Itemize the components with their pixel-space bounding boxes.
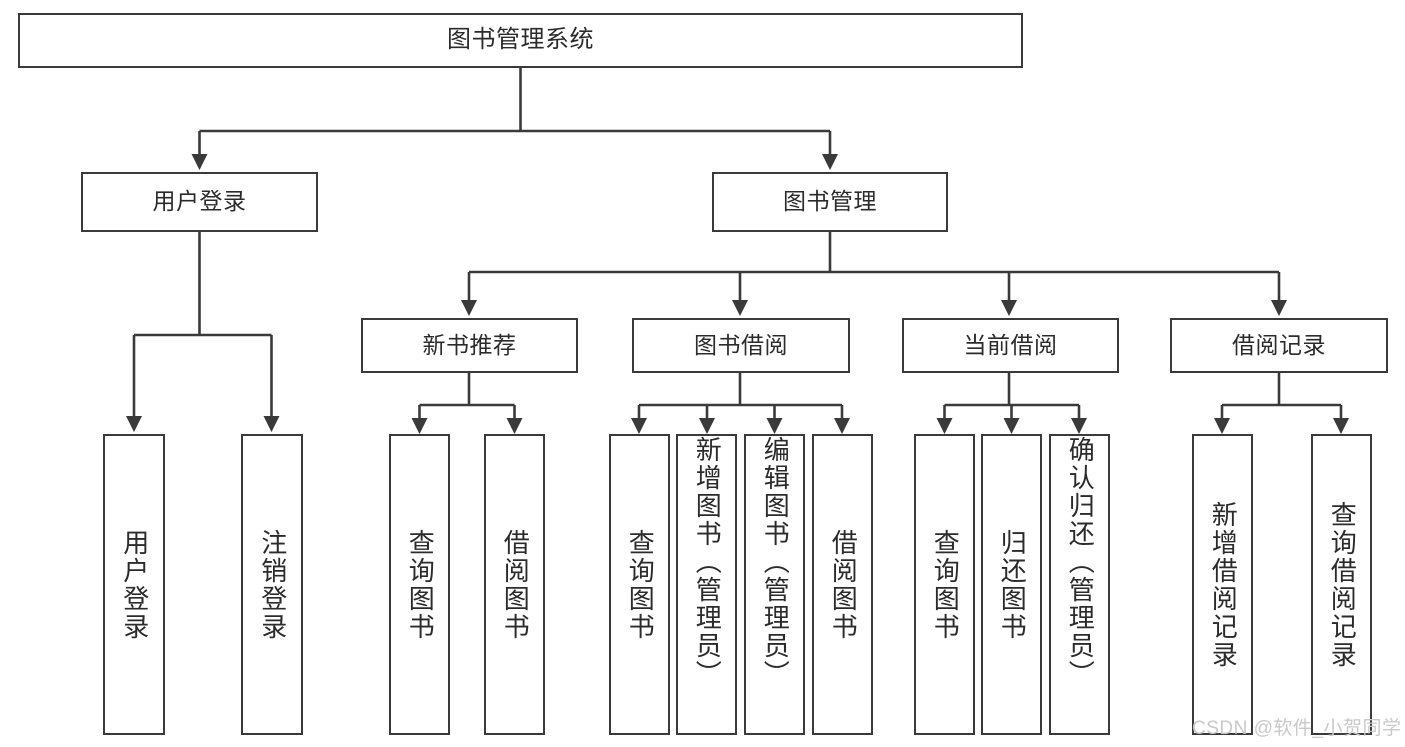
leaf-current-borrow-return-book[interactable]: 归还图书 (981, 434, 1042, 735)
node-label: 借阅图书 (500, 528, 531, 641)
node-label: 用户登录 (152, 188, 247, 215)
node-label: 新增借阅记录 (1208, 500, 1239, 669)
node-label: 新书推荐 (422, 331, 517, 358)
node-user-login[interactable]: 用户登录 (81, 172, 318, 232)
node-new-book-recommend[interactable]: 新书推荐 (361, 318, 578, 373)
leaf-borrow-record-add-record[interactable]: 新增借阅记录 (1192, 434, 1253, 735)
node-label: 图书借阅 (694, 331, 788, 358)
node-label: 当前借阅 (963, 331, 1058, 358)
node-label: 借阅记录 (1232, 331, 1326, 358)
node-label: 借阅图书 (828, 528, 859, 641)
leaf-current-borrow-query-book[interactable]: 查询图书 (914, 434, 975, 735)
node-label: 确认归还（管理员） (1065, 436, 1096, 688)
leaf-book-borrow-query-book[interactable]: 查询图书 (609, 434, 670, 735)
leaf-user-login-logout[interactable]: 注销登录 (241, 434, 303, 735)
leaf-book-borrow-borrow-book[interactable]: 借阅图书 (812, 434, 873, 735)
node-borrow-record[interactable]: 借阅记录 (1170, 318, 1388, 373)
leaf-borrow-record-query-record[interactable]: 查询借阅记录 (1311, 434, 1372, 735)
node-label: 查询图书 (405, 528, 436, 641)
node-label: 新增图书（管理员） (692, 436, 723, 688)
node-label: 图书管理系统 (447, 26, 594, 54)
node-label: 用户登录 (119, 528, 150, 641)
leaf-current-borrow-confirm-return-admin[interactable]: 确认归还（管理员） (1049, 434, 1110, 735)
node-root-book-management-system[interactable]: 图书管理系统 (18, 13, 1023, 68)
leaf-new-recommend-query-book[interactable]: 查询图书 (389, 434, 450, 735)
node-label: 编辑图书（管理员） (760, 436, 791, 688)
leaf-book-borrow-edit-book-admin[interactable]: 编辑图书（管理员） (744, 434, 805, 735)
node-label: 归还图书 (997, 528, 1028, 641)
node-label: 查询借阅记录 (1327, 500, 1358, 669)
node-book-borrow[interactable]: 图书借阅 (632, 318, 850, 373)
node-label: 查询图书 (625, 528, 656, 641)
node-current-borrow[interactable]: 当前借阅 (902, 318, 1119, 373)
node-book-management[interactable]: 图书管理 (712, 172, 948, 232)
csdn-watermark: CSDN @软件_小贺同学 (1192, 718, 1402, 739)
node-label: 图书管理 (783, 188, 877, 215)
leaf-user-login-login[interactable]: 用户登录 (103, 434, 165, 735)
node-label: 注销登录 (257, 528, 288, 641)
leaf-book-borrow-add-book-admin[interactable]: 新增图书（管理员） (676, 434, 737, 735)
node-label: 查询图书 (930, 528, 961, 641)
leaf-new-recommend-borrow-book[interactable]: 借阅图书 (484, 434, 545, 735)
